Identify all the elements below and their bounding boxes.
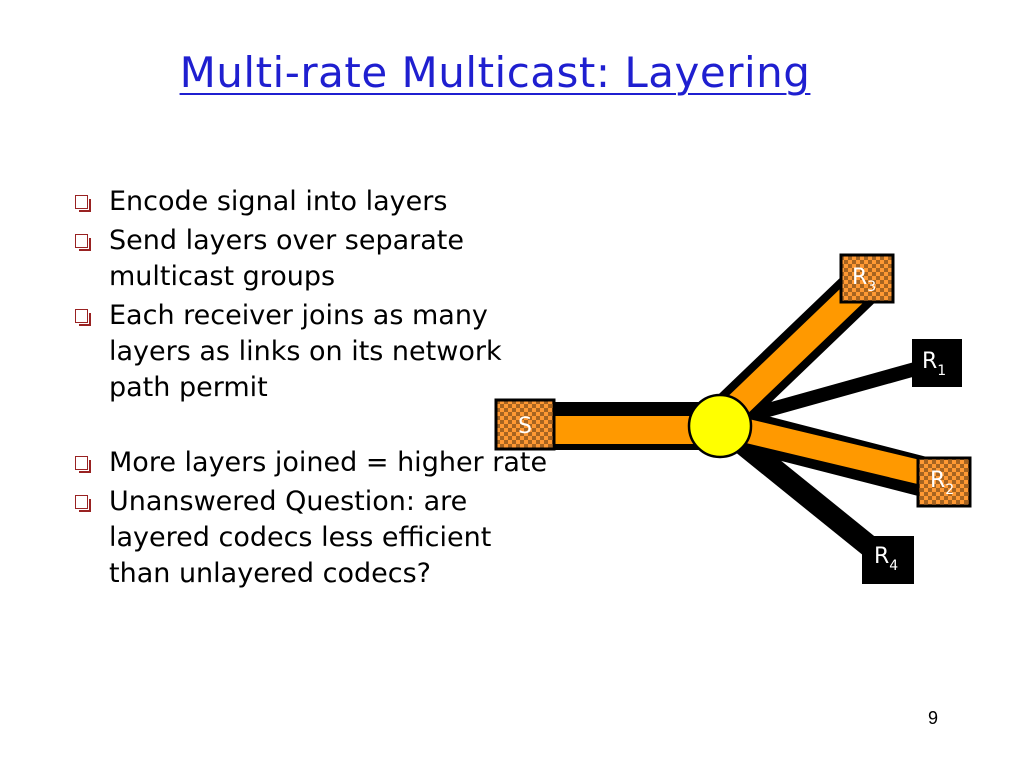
square-bullet-icon [75,234,91,251]
receiver-letter: R [852,265,867,290]
layer-fills [530,272,947,490]
bullet-text: More layers joined = higher rate [109,447,548,478]
receiver-subscript: 2 [945,482,954,498]
receiver-r2-label: R2 [930,468,954,498]
slide-title: Multi-rate Multicast: Layering [179,48,811,97]
receiver-r4-label: R4 [874,544,898,574]
receiver-r1-box [912,339,962,387]
receiver-r1: R1 [912,339,962,387]
receiver-letter: R [930,468,945,493]
bullet-item: More layers joined = higher rate [72,445,559,481]
bullet-text: Unanswered Question: are layered codecs … [109,486,492,589]
receiver-letter: R [874,544,889,569]
page-number: 9 [927,708,938,728]
bullet-item: Send layers over separate multicast grou… [72,223,562,295]
r3-link-outline [703,266,881,440]
receiver-r4-box [862,536,914,584]
receiver-r3-label: R3 [852,265,876,295]
square-bullet-icon [75,309,91,326]
r4-link-outline [711,415,881,559]
bullet-text: Each receiver joins as many layers as li… [109,300,502,403]
bullet-text: Encode signal into layers [109,186,448,217]
receiver-r1-label: R1 [922,349,946,379]
bullet-text: Send layers over separate multicast grou… [109,225,464,292]
receiver-r2: R2 [916,456,972,508]
r2-link-outline [713,404,949,502]
receiver-r2-box [916,456,972,508]
receiver-r4: R4 [862,536,914,584]
bullet-list: Encode signal into layers Send layers ov… [72,184,562,595]
r3-layer-fill [708,272,876,434]
bullet-item: Each receiver joins as many layers as li… [72,298,559,406]
square-bullet-icon [75,195,91,212]
square-bullet-icon [75,456,91,473]
square-bullet-icon [75,495,91,512]
receiver-subscript: 4 [889,558,898,574]
link-outlines [530,266,949,559]
receiver-letter: R [922,349,937,374]
receiver-subscript: 3 [867,279,876,295]
bullet-item: Unanswered Question: are layered codecs … [72,484,539,592]
receiver-r3: R3 [839,253,895,304]
r1-link-outline [716,359,928,431]
r2-layer-fill [715,412,947,490]
receiver-r3-box [839,253,895,304]
bullet-item: Encode signal into layers [72,184,562,220]
receiver-subscript: 1 [937,363,946,379]
multicast-router-node [687,393,753,459]
